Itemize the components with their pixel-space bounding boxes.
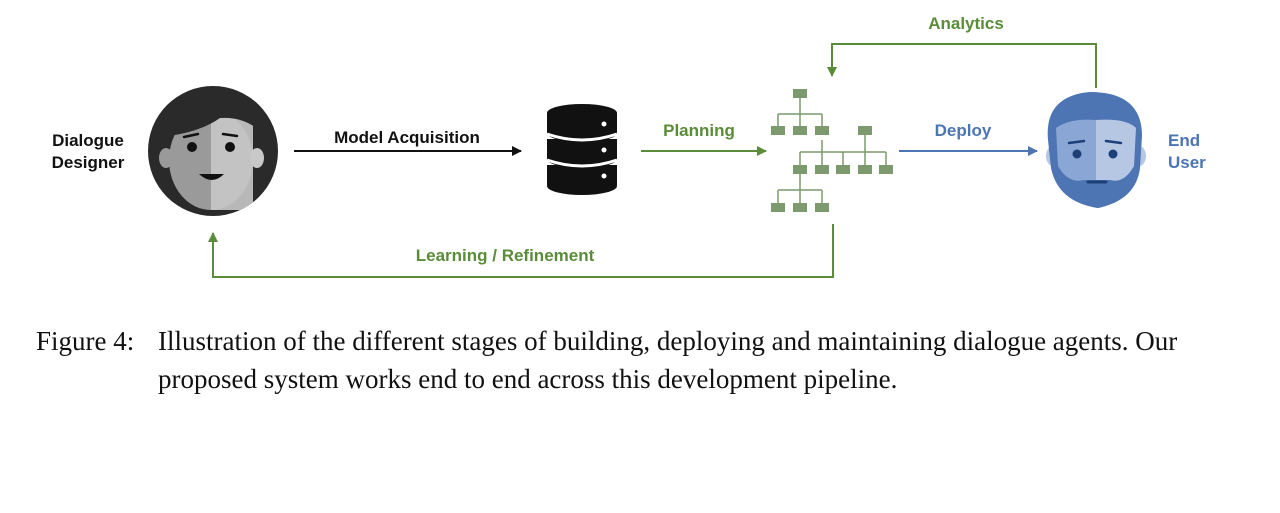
database-icon xyxy=(546,104,618,195)
end-user-avatar-icon xyxy=(1046,92,1146,208)
learning-refinement-arrow xyxy=(208,224,834,278)
end-user-label-line2: User xyxy=(1168,153,1206,172)
hierarchy-tree-icon xyxy=(771,89,893,212)
model-acquisition-label: Model Acquisition xyxy=(334,128,480,147)
designer-label-line2: Designer xyxy=(52,153,125,172)
planning-label: Planning xyxy=(663,121,735,140)
designer-avatar-icon xyxy=(148,86,278,216)
end-user-label-line1: End xyxy=(1168,131,1200,150)
figure-caption: Figure 4: Illustration of the different … xyxy=(36,322,1256,398)
deploy-label: Deploy xyxy=(935,121,992,140)
learning-refinement-label: Learning / Refinement xyxy=(416,246,595,265)
figure-caption-text: Illustration of the different stages of … xyxy=(158,326,1178,394)
analytics-arrow xyxy=(827,43,1097,88)
analytics-label: Analytics xyxy=(928,14,1004,33)
designer-label-line1: Dialogue xyxy=(52,131,124,150)
pipeline-diagram: Dialogue Designer Model Acquisition xyxy=(52,14,1206,278)
figure-caption-label: Figure 4: xyxy=(36,326,135,356)
